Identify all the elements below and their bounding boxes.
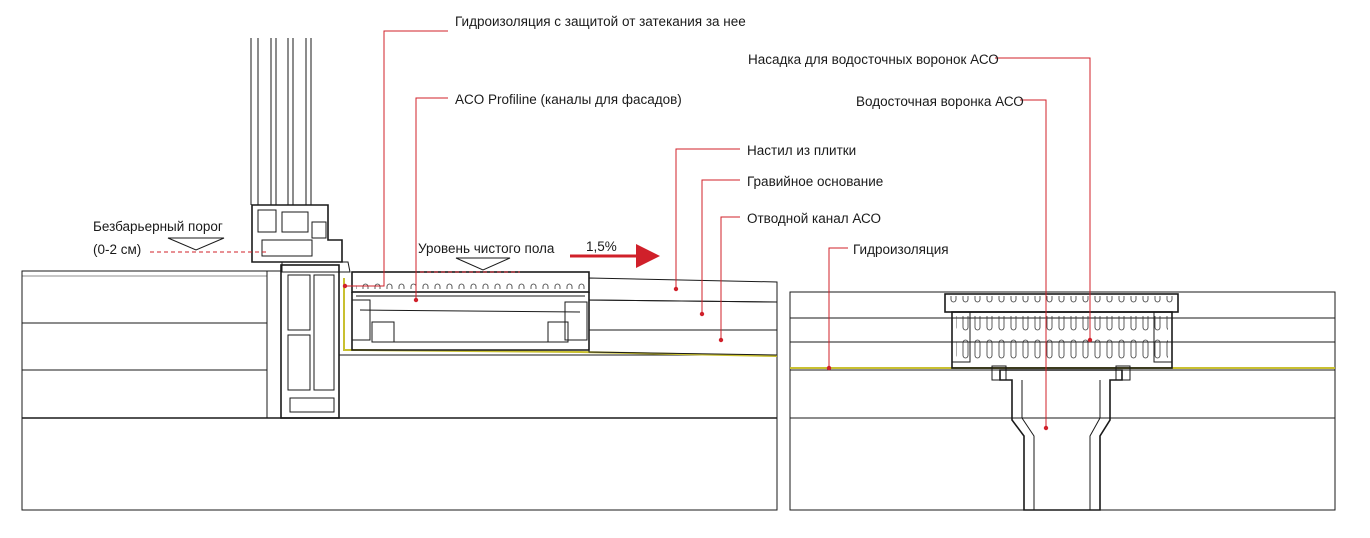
profiline-channel (351, 271, 590, 351)
label-profiline: ACO Profiline (каналы для фасадов) (455, 92, 682, 107)
label-drain-attachment: Насадка для водосточных воронок АСО (748, 52, 999, 67)
label-gravel-base: Гравийное основание (747, 174, 883, 189)
label-waterproof-protection: Гидроизоляция с защитой от затекания за … (455, 14, 746, 29)
window-frame (250, 38, 351, 273)
label-threshold: Безбарьерный порог (93, 219, 223, 234)
label-threshold-size: (0-2 см) (93, 242, 141, 257)
drain-attachment (944, 293, 1179, 369)
labels: Гидроизоляция с защитой от затекания за … (93, 14, 1024, 257)
right-section (789, 291, 1336, 511)
leader-lines (342, 30, 1093, 431)
label-drain-channel: Отводной канал АСО (747, 211, 881, 226)
label-drain-funnel: Водосточная воронка АСО (856, 94, 1024, 109)
label-waterproofing: Гидроизоляция (853, 242, 949, 257)
left-section (21, 38, 778, 511)
drain-funnel (991, 365, 1131, 511)
label-floor-level: Уровень чистого пола (418, 241, 555, 256)
label-slope: 1,5% (586, 239, 617, 254)
label-tile-deck: Настил из плитки (747, 143, 856, 158)
